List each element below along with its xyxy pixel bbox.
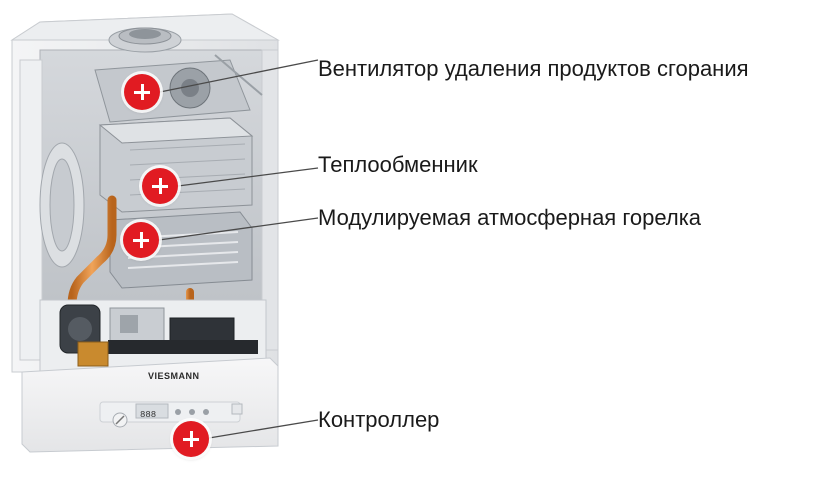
control-panel <box>21 357 279 453</box>
leader-lines <box>158 59 319 439</box>
heat-exchanger-hotspot[interactable] <box>142 168 178 204</box>
leader-line-controller <box>208 419 319 439</box>
flue-outlet <box>108 27 182 53</box>
controller-label: Контроллер <box>318 407 440 432</box>
leader-line-burner <box>158 217 319 241</box>
burner-hotspot[interactable] <box>123 222 159 258</box>
burner-label: Модулируемая атмосферная горелка <box>318 205 702 230</box>
leader-line-fan <box>159 59 319 93</box>
brand-logo: VIESMANN <box>148 371 200 381</box>
leader-line-heat-exchanger <box>177 167 319 187</box>
fan-label: Вентилятор удаления продуктов сгорания <box>318 56 749 81</box>
heat-exchanger-unit <box>39 117 254 268</box>
controller-display: 888 <box>140 410 157 420</box>
controller-hotspot[interactable] <box>173 421 209 457</box>
heat-exchanger-label: Теплообменник <box>318 152 478 177</box>
fan-hotspot[interactable] <box>124 74 160 110</box>
